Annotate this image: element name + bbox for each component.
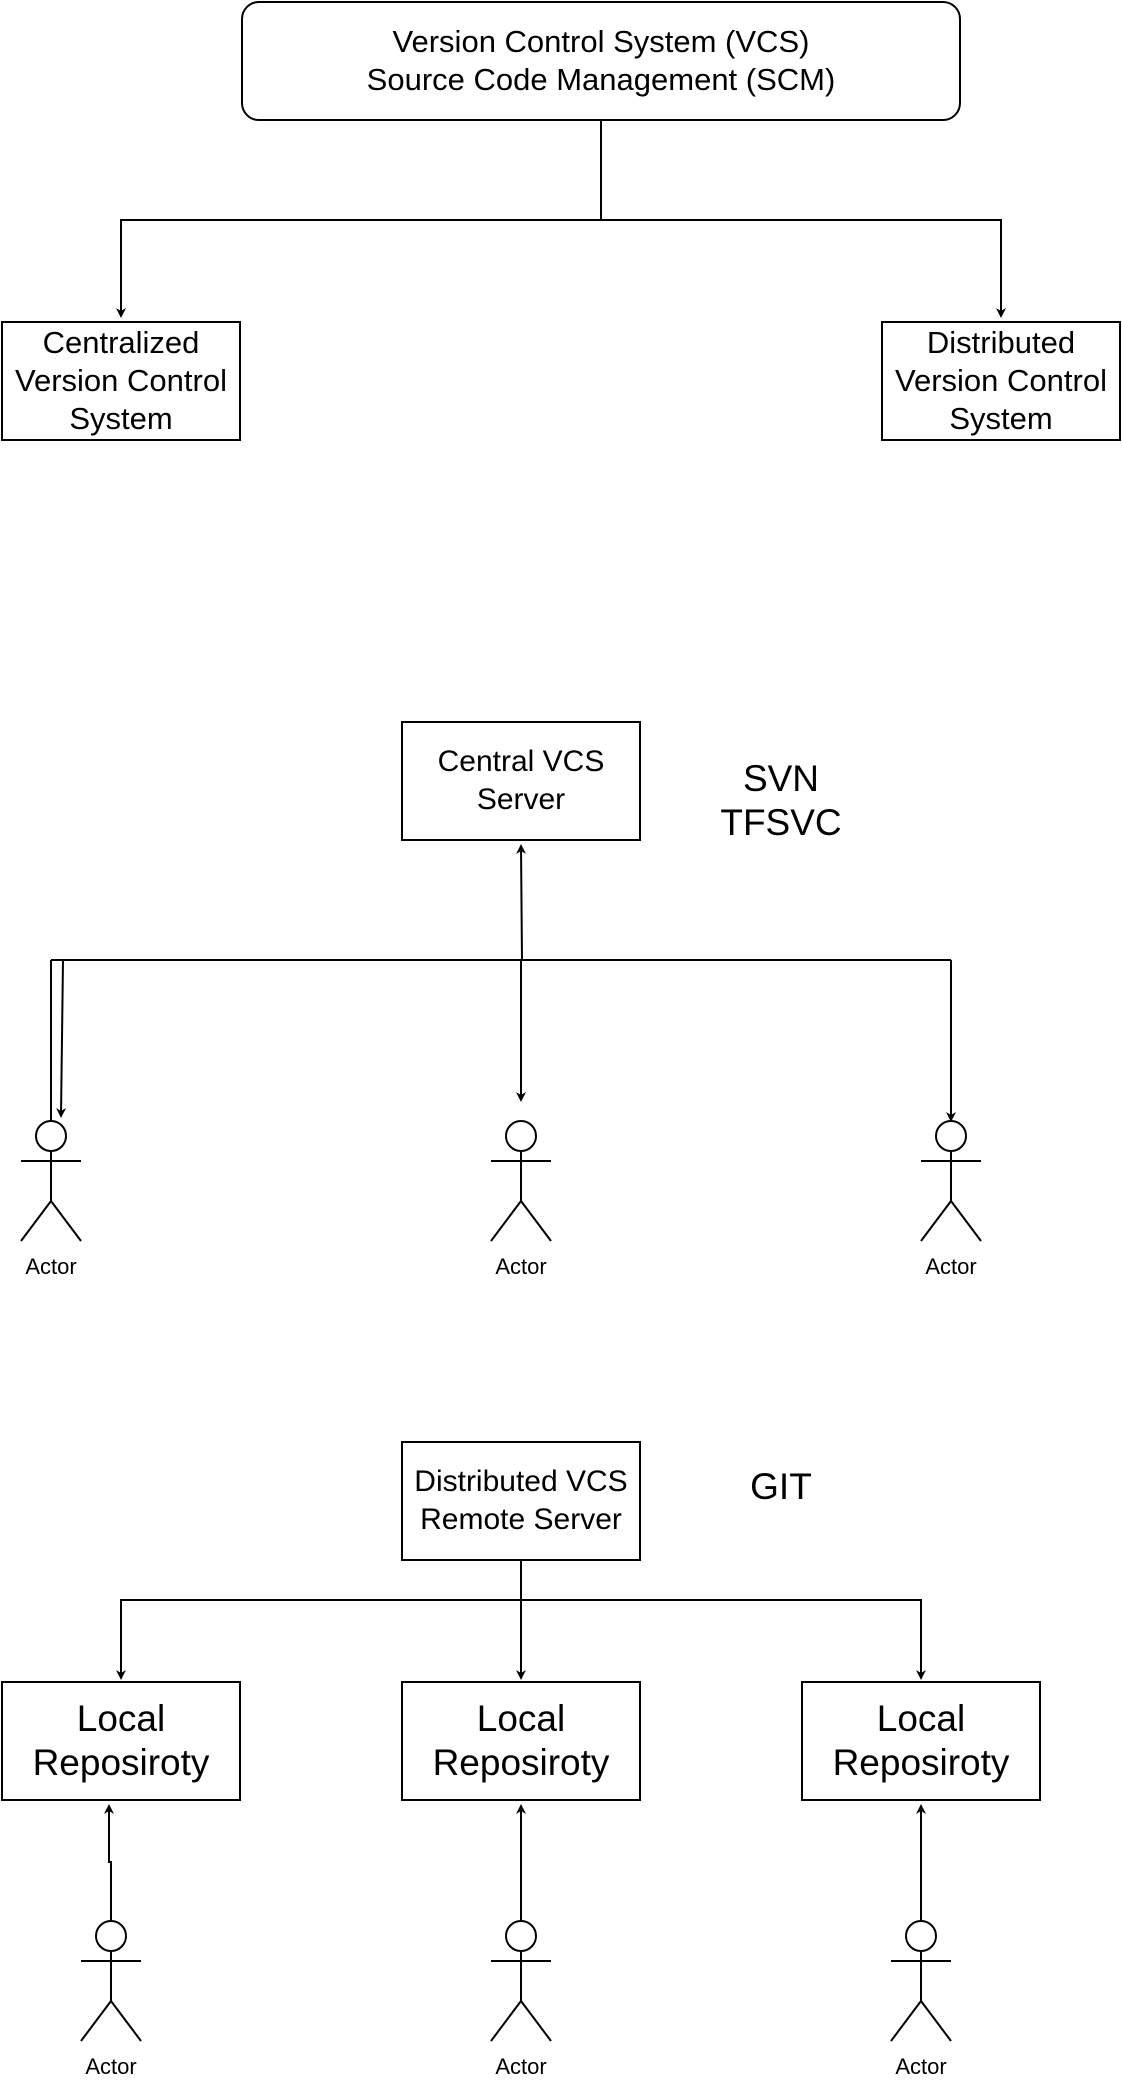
actor-label-distributed-right: Actor bbox=[895, 2054, 947, 2079]
actor-label-distributed-left: Actor bbox=[85, 2054, 137, 2079]
distributed-remote-server-box[interactable]: Distributed VCS Remote Server bbox=[401, 1441, 641, 1561]
arrow-to-local-repo-right bbox=[521, 1599, 926, 1680]
actor-figure-central-left bbox=[20, 1120, 82, 1242]
actor-label-central-right: Actor bbox=[925, 1254, 977, 1279]
actor-figure-distributed-middle bbox=[490, 1920, 552, 2042]
arrow-to-actor-left bbox=[56, 959, 67, 1118]
central-server-line1: Central VCS bbox=[437, 745, 605, 778]
centralized-vcs-box[interactable]: Centralized Version Control System bbox=[1, 321, 241, 441]
actor-figure-distributed-right bbox=[890, 1920, 952, 2042]
local-repo-middle-line2: Reposiroty bbox=[432, 1742, 610, 1783]
centralized-line1: Centralized bbox=[42, 325, 200, 360]
distributed-vcs-box[interactable]: Distributed Version Control System bbox=[881, 321, 1121, 441]
vcs-root-line2: Source Code Management (SCM) bbox=[366, 62, 836, 97]
local-repo-right-line2: Reposiroty bbox=[832, 1742, 1010, 1783]
local-repo-middle-line1: Local bbox=[476, 1698, 566, 1739]
arrow-to-local-repo-left bbox=[116, 1599, 521, 1680]
distributed-line3: System bbox=[949, 401, 1053, 436]
vcs-root-box[interactable]: Version Control System (VCS) Source Code… bbox=[241, 1, 961, 121]
actor-figure-central-middle bbox=[490, 1120, 552, 1242]
central-server-line2: Server bbox=[476, 783, 566, 816]
local-repository-right[interactable]: Local Reposiroty bbox=[801, 1681, 1041, 1801]
local-repo-left-line2: Reposiroty bbox=[32, 1742, 210, 1783]
central-vcs-examples: SVN TFSVC bbox=[701, 757, 861, 845]
actor-label-distributed-middle: Actor bbox=[495, 2054, 547, 2079]
distributed-vcs-example: GIT bbox=[750, 1466, 812, 1507]
actor-figure-distributed-left bbox=[80, 1920, 142, 2042]
example-tfsvc: TFSVC bbox=[720, 802, 842, 843]
local-repo-left-line1: Local bbox=[76, 1698, 166, 1739]
distributed-line2: Version Control bbox=[895, 363, 1107, 398]
centralized-line2: Version Control bbox=[15, 363, 227, 398]
arrow-to-centralized bbox=[116, 219, 601, 318]
vcs-root-line1: Version Control System (VCS) bbox=[392, 24, 810, 59]
arrow-actor-to-local-repo-left bbox=[104, 1804, 114, 1921]
distributed-line1: Distributed bbox=[926, 325, 1076, 360]
remote-server-line1: Distributed VCS bbox=[414, 1465, 628, 1498]
actor-label-central-left: Actor bbox=[25, 1254, 77, 1279]
centralized-line3: System bbox=[69, 401, 173, 436]
local-repository-middle[interactable]: Local Reposiroty bbox=[401, 1681, 641, 1801]
central-vcs-server-box[interactable]: Central VCS Server bbox=[401, 721, 641, 841]
example-svn: SVN bbox=[742, 758, 820, 799]
arrow-to-central-server bbox=[516, 844, 527, 961]
arrow-to-distributed bbox=[601, 219, 1006, 318]
actor-label-central-middle: Actor bbox=[495, 1254, 547, 1279]
local-repository-left[interactable]: Local Reposiroty bbox=[1, 1681, 241, 1801]
actor-figure-central-right bbox=[920, 1120, 982, 1242]
local-repo-right-line1: Local bbox=[876, 1698, 966, 1739]
remote-server-line2: Remote Server bbox=[420, 1503, 622, 1536]
